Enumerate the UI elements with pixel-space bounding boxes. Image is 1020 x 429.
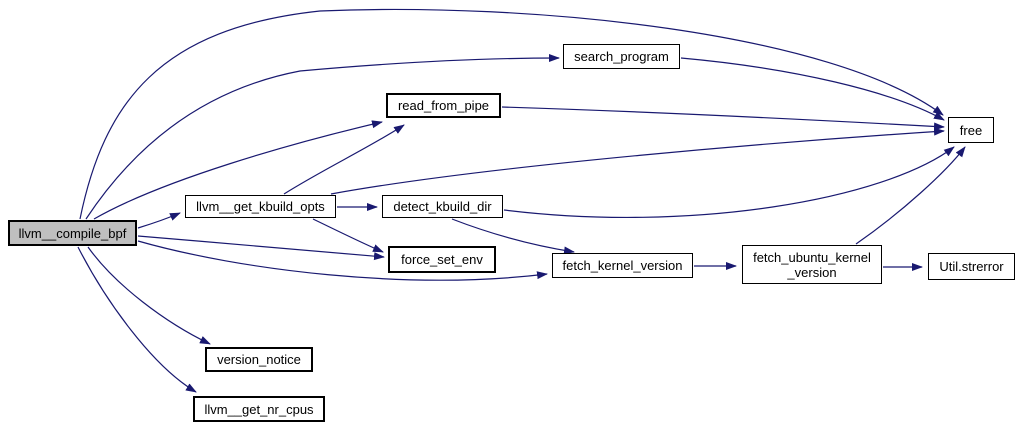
node-llvm__get_kbuild_opts[interactable]: llvm__get_kbuild_opts — [185, 195, 336, 218]
edge-llvm__compile_bpf-to-search_program — [85, 54, 560, 220]
node-Util.strerror[interactable]: Util.strerror — [928, 253, 1015, 280]
node-label-read_from_pipe: read_from_pipe — [397, 98, 490, 113]
node-label-fetch_ubuntu_kernel_version: fetch_ubuntu_kernel _version — [753, 249, 871, 280]
edge-read_from_pipe-to-free — [501, 106, 945, 131]
node-label-Util.strerror: Util.strerror — [939, 259, 1004, 274]
edge-group — [77, 8, 966, 393]
edge-search_program-to-free — [680, 57, 945, 121]
edge-llvm__compile_bpf-to-llvm__get_kbuild_opts — [137, 212, 181, 229]
edge-llvm__compile_bpf-to-force_set_env — [137, 235, 385, 261]
edge-fetch_ubuntu_kernel_version-to-free — [855, 146, 966, 245]
node-label-version_notice: version_notice — [217, 352, 301, 367]
node-llvm__get_nr_cpus[interactable]: llvm__get_nr_cpus — [193, 396, 325, 422]
edge-llvm__get_kbuild_opts-to-force_set_env — [312, 218, 384, 253]
node-label-llvm__compile_bpf: llvm__compile_bpf — [18, 225, 127, 241]
node-label-llvm__get_nr_cpus: llvm__get_nr_cpus — [204, 401, 314, 417]
node-label-detect_kbuild_dir: detect_kbuild_dir — [393, 199, 492, 214]
node-free[interactable]: free — [948, 117, 994, 143]
edge-llvm__get_kbuild_opts-to-read_from_pipe — [283, 124, 405, 195]
edge-llvm__compile_bpf-to-free — [79, 8, 944, 220]
node-read_from_pipe[interactable]: read_from_pipe — [386, 93, 501, 118]
edge-llvm__compile_bpf-to-version_notice — [87, 246, 211, 345]
node-label-llvm__get_kbuild_opts: llvm__get_kbuild_opts — [196, 199, 325, 214]
edge-llvm__compile_bpf-to-llvm__get_nr_cpus — [77, 246, 197, 393]
edge-detect_kbuild_dir-to-free — [503, 146, 955, 219]
node-fetch_kernel_version[interactable]: fetch_kernel_version — [552, 253, 693, 278]
node-search_program[interactable]: search_program — [563, 44, 680, 69]
edge-detect_kbuild_dir-to-fetch_kernel_version — [451, 218, 575, 255]
node-version_notice[interactable]: version_notice — [205, 347, 313, 372]
node-label-force_set_env: force_set_env — [401, 252, 483, 267]
edge-llvm__get_kbuild_opts-to-free — [330, 127, 945, 195]
node-fetch_ubuntu_kernel_version[interactable]: fetch_ubuntu_kernel _version — [742, 245, 882, 284]
node-detect_kbuild_dir[interactable]: detect_kbuild_dir — [382, 195, 503, 218]
node-force_set_env[interactable]: force_set_env — [388, 246, 496, 273]
node-llvm__compile_bpf[interactable]: llvm__compile_bpf — [8, 220, 137, 246]
node-label-search_program: search_program — [574, 49, 669, 64]
node-label-free: free — [959, 122, 983, 138]
node-label-fetch_kernel_version: fetch_kernel_version — [562, 258, 683, 273]
edge-llvm__compile_bpf-to-read_from_pipe — [93, 120, 383, 220]
edge-llvm__compile_bpf-to-fetch_kernel_version — [137, 240, 548, 281]
